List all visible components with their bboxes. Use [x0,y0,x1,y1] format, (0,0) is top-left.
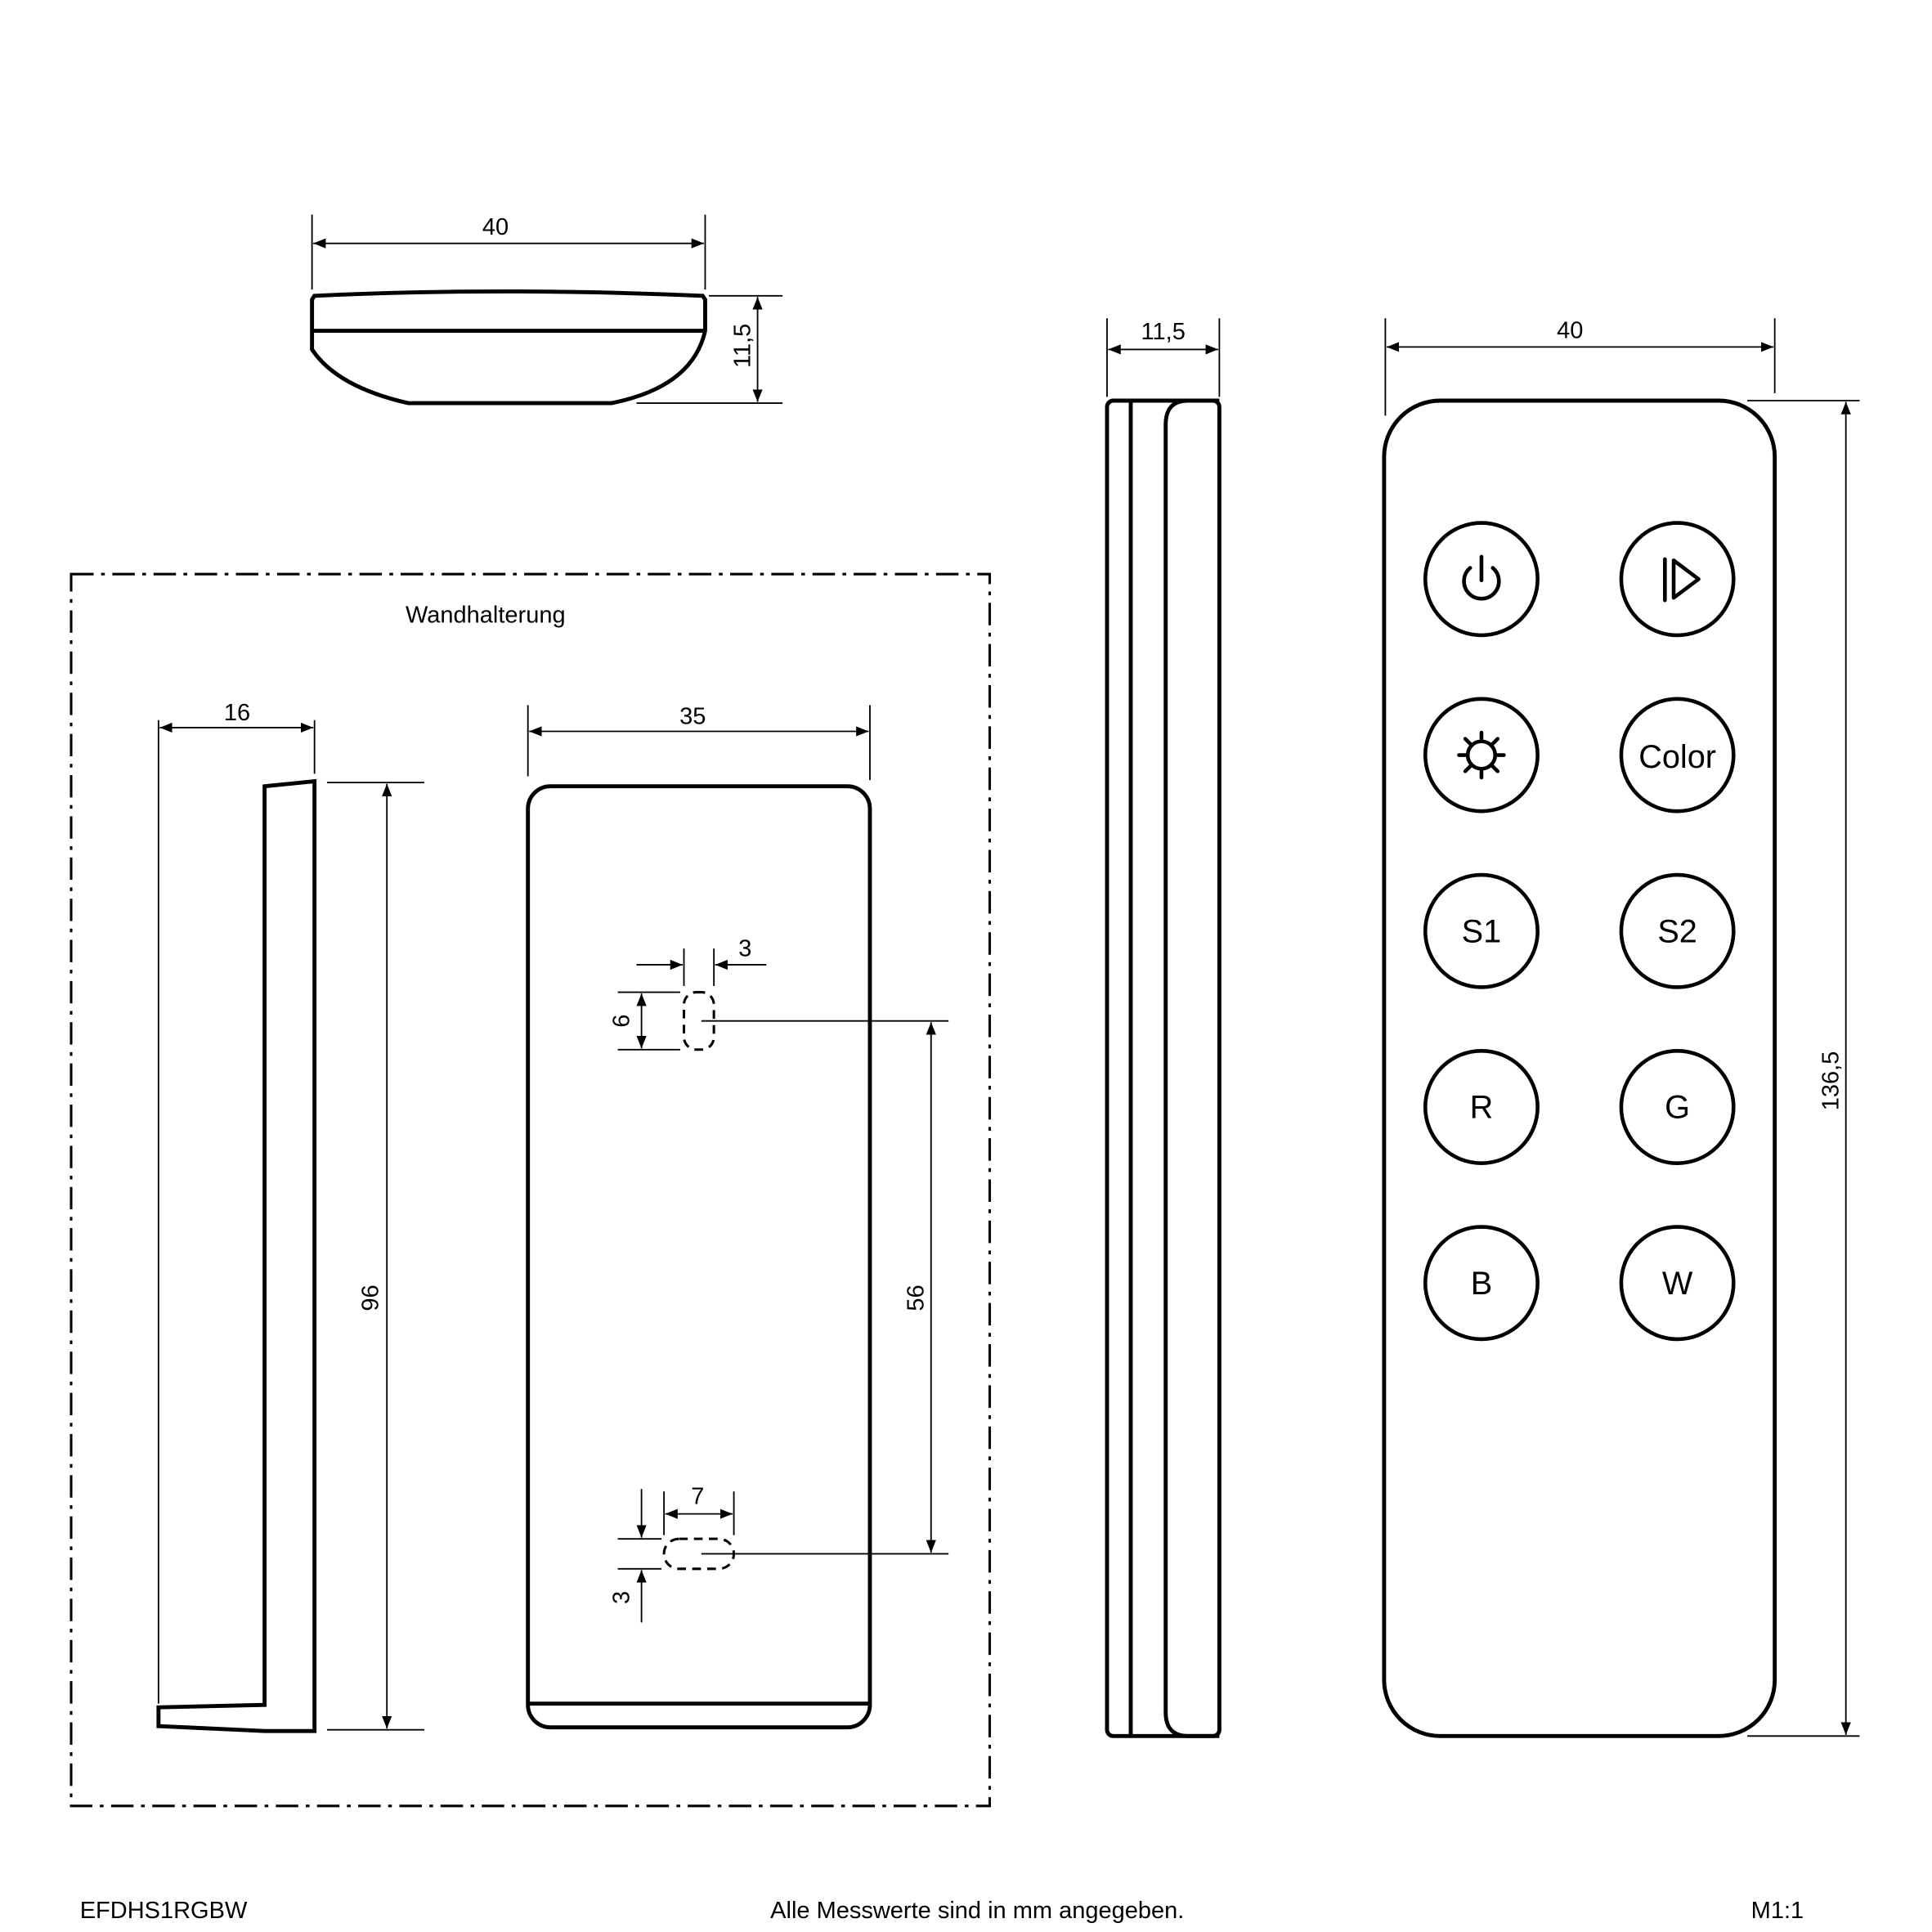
remote-front-view: 40 136,5 [1382,318,1860,1738]
power-button[interactable] [1423,521,1540,638]
s1-button[interactable]: S1 [1423,872,1540,989]
units-note: Alle Messwerte sind in mm angegeben. [770,1898,1184,1924]
remote-body [1382,398,1777,1738]
mount-side-profile [156,778,317,1733]
s1-label: S1 [1462,913,1502,949]
s2-label: S2 [1657,913,1697,949]
play-icon [1663,557,1701,603]
power-icon [1462,554,1501,601]
mount-slot [662,1537,736,1571]
top-width-label: 40 [482,214,509,240]
remote-side-view: 11,5 [1105,318,1222,1738]
top-height-label: 11,5 [729,324,755,368]
hole-width-label: 3 [738,935,751,962]
hole-spacing-label: 56 [903,1284,930,1311]
top-view-outline [310,289,707,406]
mount-depth-label: 16 [224,700,250,726]
color-button[interactable]: Color [1619,697,1736,814]
b-label: B [1471,1266,1492,1302]
wall-mount-frame [69,572,992,1808]
g-label: G [1665,1090,1690,1126]
play-button[interactable] [1619,521,1736,638]
mount-width-label: 35 [679,703,706,729]
top-view: 40 11,5 [310,214,783,406]
g-button[interactable]: G [1619,1049,1736,1165]
remote-width-label: 40 [1557,318,1583,344]
r-label: R [1470,1090,1494,1126]
w-button[interactable]: W [1619,1225,1736,1342]
wall-mount-title: Wandhalterung [406,603,566,629]
slot-height-label: 3 [608,1591,634,1604]
slot-width-label: 7 [691,1483,704,1509]
r-button[interactable]: R [1423,1049,1540,1165]
mount-hole [682,991,715,1051]
wall-mount-group: Wandhalterung 16 96 35 3 6 56 [69,572,992,1808]
article-number: EFDHS1RGBW [80,1898,248,1924]
w-label: W [1662,1266,1693,1302]
brightness-icon [1457,730,1506,780]
hole-height-label: 6 [608,1015,634,1028]
mount-front-plate [526,784,872,1730]
s2-button[interactable]: S2 [1619,872,1736,989]
mount-height-label: 96 [358,1284,384,1311]
side-depth-label: 11,5 [1141,319,1186,345]
brightness-button[interactable] [1423,697,1540,814]
b-button[interactable]: B [1423,1225,1540,1342]
color-button-label: Color [1638,739,1716,775]
remote-height-label: 136,5 [1818,1051,1845,1111]
scale-label: M1:1 [1751,1898,1804,1924]
